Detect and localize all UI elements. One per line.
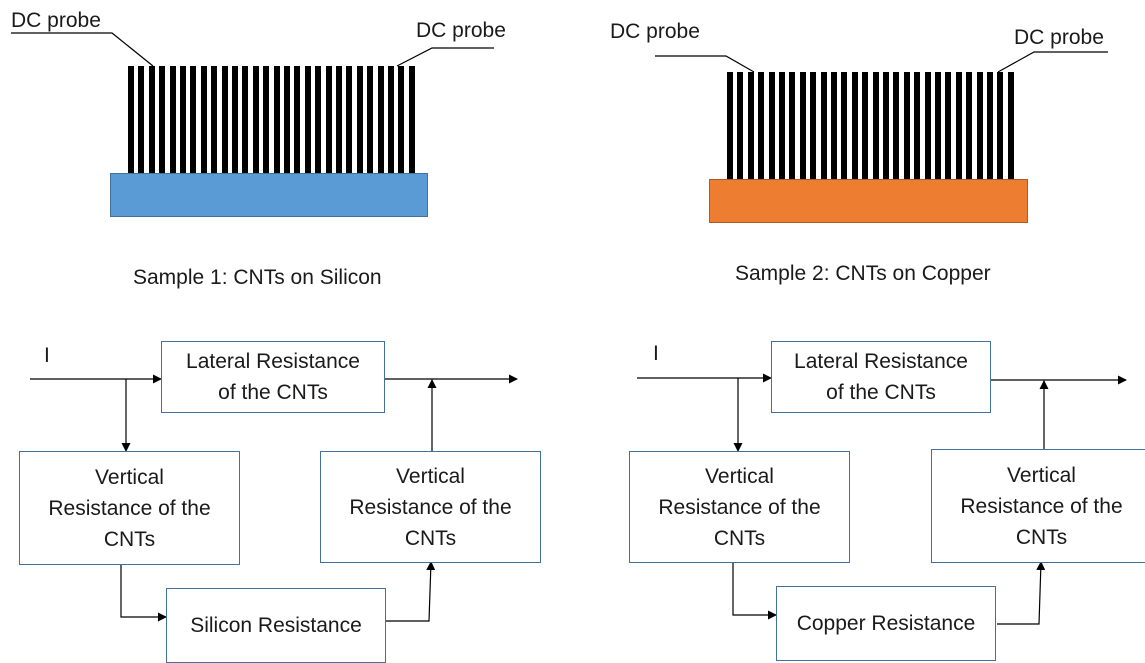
sample-1-cnt-bar: [398, 66, 405, 173]
sample-2-cnt-bar: [799, 72, 806, 179]
sample-1-cnt-bar: [128, 66, 134, 173]
sample-2-cnt-bar: [914, 72, 921, 179]
circuit-1-lateral-resistance-box: Lateral Resistance of the CNTs: [161, 341, 385, 413]
circuit-1-wires: [30, 374, 518, 622]
sample-1-probe-right-wire: [396, 47, 494, 67]
sample-2-cnt-bar: [727, 72, 733, 179]
sample-1-cnt-bar: [138, 66, 145, 173]
sample-1-cnt-bar: [304, 66, 311, 173]
sample-2-cnt-bar: [747, 72, 754, 179]
circuit-1-current-label: I: [44, 344, 50, 367]
sample-2-cnt-bar: [997, 72, 1004, 179]
sample-2-cnt-bar: [945, 72, 952, 179]
sample-1-cnt-bar: [377, 66, 384, 173]
circuit-1-silicon-resistance-box: Silicon Resistance: [166, 588, 386, 663]
sample-2-probe-right-wire: [997, 51, 1108, 73]
sample-1-cnt-bar: [242, 66, 249, 173]
sample-2-cnt-bar: [851, 72, 858, 179]
sample-1-cnt-bar: [159, 66, 166, 173]
sample-1-cnt-bar: [190, 66, 197, 173]
sample-1-cnt-bar: [211, 66, 218, 173]
sample-1-caption: Sample 1: CNTs on Silicon: [133, 266, 382, 289]
circuit-2-from-substrate-arrow: [997, 561, 1046, 625]
sample-2-cnt-bar: [955, 72, 962, 179]
circuit-2-copper-resistance-box: Copper Resistance: [776, 586, 996, 661]
circuit-2-current-label: I: [653, 342, 659, 365]
circuit-2-to-substrate-arrow: [732, 562, 777, 620]
sample-1-cnt-bar: [200, 66, 207, 173]
sample-1-cnt-bar: [356, 66, 363, 173]
circuit-1-from-substrate-arrow: [386, 561, 436, 622]
circuit-2-vertical-resistance-right-box: Vertical Resistance of the CNTs: [931, 449, 1145, 563]
sample-2-cnt-bar: [779, 72, 785, 179]
sample-1-cnt-bar: [367, 66, 374, 173]
circuit-2-wires: [637, 373, 1127, 625]
sample-2-cnt-bar: [883, 72, 889, 179]
circuit-1-to-substrate-arrow: [120, 564, 167, 622]
sample-2-cnt-bar: [862, 72, 869, 179]
sample-2-cnt-bar: [893, 72, 900, 179]
sample-1-cnt-bar: [325, 66, 332, 173]
sample-1-probe-left-wire: [11, 32, 154, 67]
circuit-1-vertical-resistance-left-box: Vertical Resistance of the CNTs: [19, 451, 240, 565]
circuit-2-vertical-resistance-left-box: Vertical Resistance of the CNTs: [629, 451, 850, 563]
sample-2-cnt-bar: [1007, 72, 1014, 179]
sample-2-probe-left-wire: [655, 55, 755, 73]
sample-2-cnt-bar: [976, 72, 983, 179]
sample-2-probe-right-label: DC probe: [1014, 26, 1104, 49]
sample-2-probe-left-label: DC probe: [610, 20, 700, 43]
sample-2-cnt-bar: [820, 72, 827, 179]
sample-2-cnt-bar: [966, 72, 973, 179]
sample-1-cnt-bar: [388, 66, 394, 173]
sample-2-cnt-bar: [924, 72, 931, 179]
sample-1-cnt-bar: [294, 66, 301, 173]
sample-1-cnt-bar: [273, 66, 280, 173]
sample-2-caption: Sample 2: CNTs on Copper: [735, 262, 991, 285]
sample-1-cnt-bar: [180, 66, 186, 173]
sample-2-cnt-bar: [841, 72, 848, 179]
sample-2-cnt-bar: [903, 72, 910, 179]
sample-1-cnt-bar: [148, 66, 155, 173]
sample-1-silicon-substrate: [110, 173, 428, 217]
sample-1-probe-right-label: DC probe: [416, 19, 506, 42]
sample-2-cnt-bar: [758, 72, 765, 179]
sample-2-cnt-bar: [935, 72, 941, 179]
sample-1-cnt-bar: [284, 66, 290, 173]
sample-1-cnt-bar: [221, 66, 228, 173]
sample-1-cnt-bar: [263, 66, 270, 173]
sample-1-cnt-bar: [336, 66, 342, 173]
sample-1-cnt-bar: [232, 66, 238, 173]
sample-2-cnt-bar: [768, 72, 775, 179]
sample-2-cnt-bar: [810, 72, 817, 179]
sample-2-cnt-bar: [737, 72, 744, 179]
sample-1-cnt-bar: [315, 66, 322, 173]
sample-1-cnt-bar: [169, 66, 176, 173]
sample-1-cnt-bar: [346, 66, 353, 173]
circuit-2-lateral-resistance-box: Lateral Resistance of the CNTs: [771, 341, 991, 413]
sample-1-cnt-bar: [252, 66, 259, 173]
sample-2-cnt-bar: [831, 72, 837, 179]
circuit-1-vertical-resistance-right-box: Vertical Resistance of the CNTs: [320, 451, 541, 563]
sample-1-probe-left-label: DC probe: [11, 9, 101, 32]
sample-2-cnt-bar: [987, 72, 993, 179]
sample-1-cnt-bar: [408, 66, 415, 173]
sample-2-copper-substrate: [709, 179, 1028, 223]
sample-2-cnt-bar: [872, 72, 879, 179]
sample-2-cnt-bar: [789, 72, 796, 179]
